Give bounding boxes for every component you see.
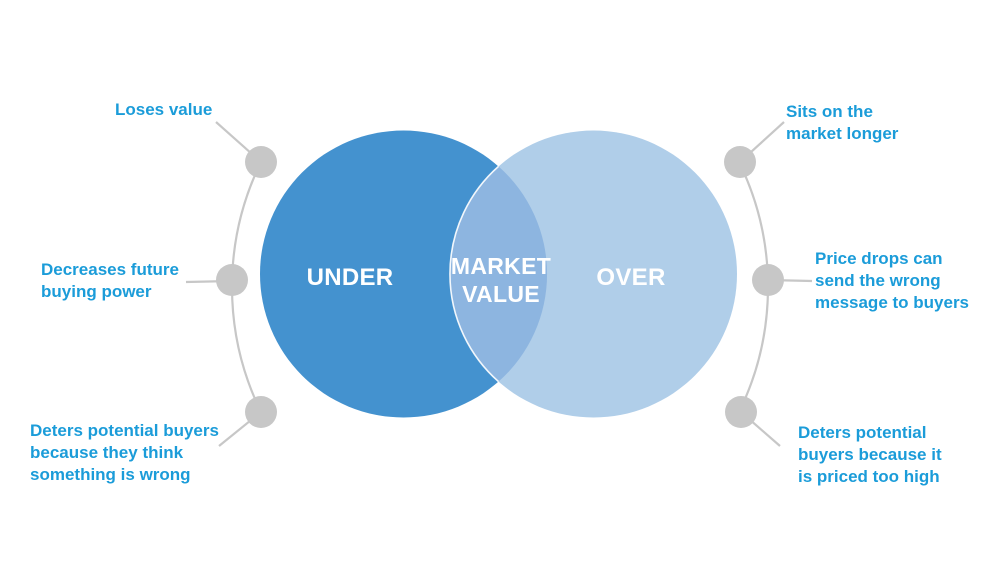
overlap-lens (449, 166, 548, 382)
callout-sits-on-market-longer: Sits on the market longer (786, 102, 899, 143)
right-callout-dot-3 (725, 396, 757, 428)
left-callout-dot-1 (245, 146, 277, 178)
right-callout-dot-1 (724, 146, 756, 178)
under-circle-label: UNDER (306, 264, 394, 291)
callout-deters-buyers-something-wrong: Deters potential buyers because they thi… (30, 421, 219, 484)
callout-deters-buyers-priced-too-high: Deters potential buyers because it is pr… (798, 423, 942, 486)
right-callout-dot-2 (752, 264, 784, 296)
left-callout-dot-3 (245, 396, 277, 428)
callout-price-drops-wrong-message: Price drops can send the wrong message t… (815, 249, 970, 312)
callout-decreases-buying-power: Decreases future buying power (41, 260, 179, 301)
left-callout-dot-2 (216, 264, 248, 296)
overlap-lens-white-edge (449, 165, 500, 383)
market-value-overlap-label: MARKET VALUE (450, 253, 552, 307)
over-circle-label: OVER (596, 264, 666, 291)
callout-loses-value: Loses value (115, 100, 213, 119)
